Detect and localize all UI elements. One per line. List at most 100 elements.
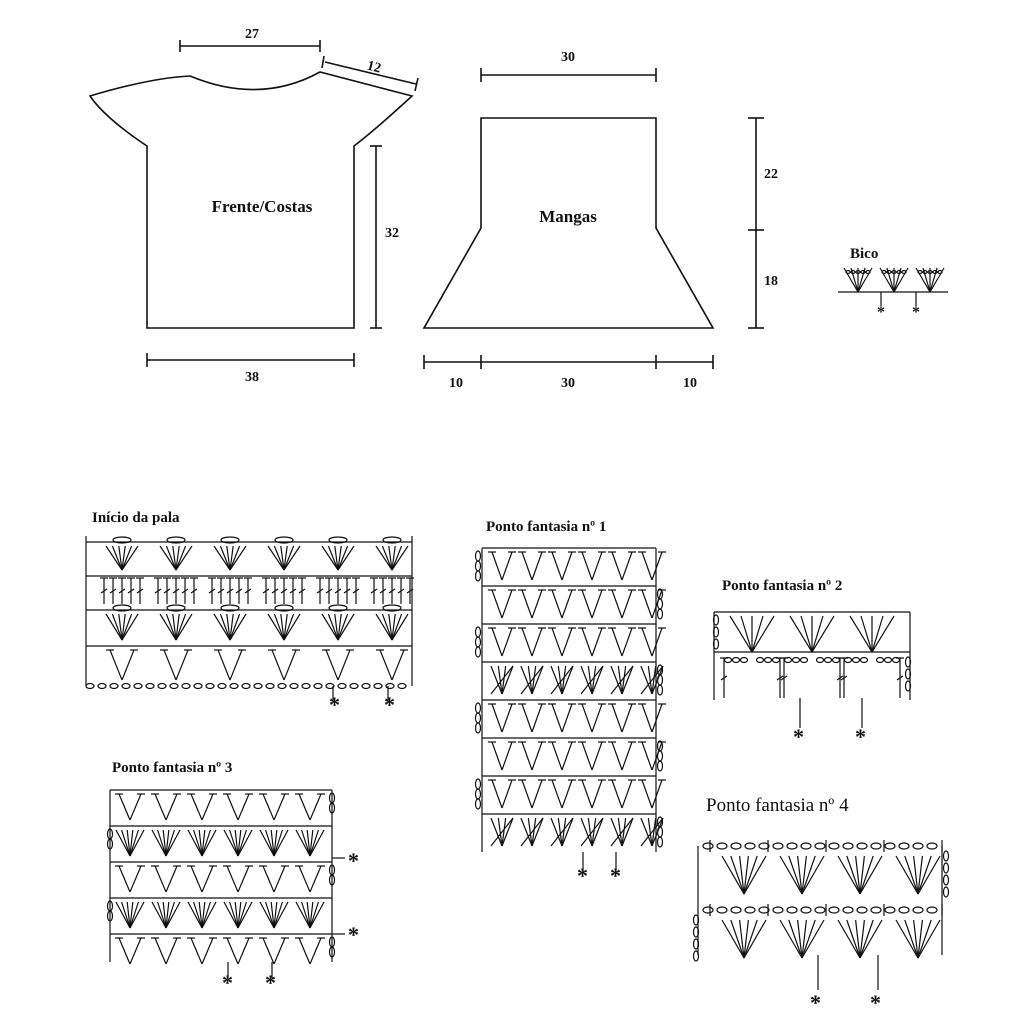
fan-stitch: [213, 545, 231, 571]
chain-stitch: [942, 850, 950, 862]
chain-stitch: [217, 682, 227, 690]
fan-stitch: [743, 855, 758, 895]
chain-stitch: [692, 914, 700, 926]
fan-stitch: [273, 901, 283, 929]
chain-stitch: [229, 682, 239, 690]
fan-stitch: [375, 613, 393, 641]
double-crochet: [325, 588, 333, 594]
fan-stitch: [520, 817, 533, 847]
v-stitch: [551, 741, 563, 771]
fan-stitch: [391, 545, 396, 571]
fan-stitch: [237, 829, 242, 857]
fan-stitch: [334, 613, 339, 641]
double-crochet: [280, 588, 288, 594]
v-stitch: [237, 793, 250, 821]
fan-stitch: [743, 919, 767, 959]
fan-stitch: [640, 665, 653, 695]
chain-stitch: [85, 682, 95, 690]
double-crochet: [181, 588, 189, 594]
v-stitch: [641, 703, 653, 733]
chain-stitch: [474, 722, 482, 734]
chain-stitch: [106, 838, 114, 850]
fan-stitch: [175, 545, 193, 571]
chain-stitch: [474, 778, 482, 790]
fan-stitch: [121, 545, 139, 571]
fan-stitch: [267, 613, 285, 641]
chain-stitch: [373, 682, 383, 690]
chain-stitch: [932, 269, 938, 275]
v-stitch: [190, 865, 203, 893]
fan-stitch: [859, 919, 865, 959]
chain-stitch: [328, 802, 336, 814]
edging-repeat-mark: *: [912, 304, 920, 321]
v-stitch: [561, 627, 573, 657]
fan-stitch: [273, 829, 278, 857]
v-stitch: [611, 551, 623, 581]
chain-stitch: [886, 269, 892, 275]
v-stitch: [651, 627, 663, 657]
fan-stitch: [175, 613, 180, 641]
fan-stitch: [201, 829, 206, 857]
chain-stitch: [112, 536, 132, 544]
double-crochet: [172, 588, 180, 594]
double-crochet: [163, 588, 171, 594]
fan-stitch: [234, 829, 239, 857]
chain-stitch: [474, 626, 482, 638]
v-stitch: [379, 649, 393, 681]
fan-stitch: [561, 665, 567, 695]
v-stitch: [271, 649, 285, 681]
chain-stitch: [474, 712, 482, 724]
v-stitch: [531, 627, 543, 657]
fan-stitch: [115, 901, 131, 929]
fan-stitch: [651, 817, 664, 847]
fan-stitch: [557, 817, 563, 847]
chain-stitch: [382, 536, 402, 544]
pattern-3-repeat-mark: *: [265, 970, 276, 995]
chain-stitch: [884, 906, 896, 914]
fan-stitch: [561, 817, 567, 847]
v-stitch: [391, 649, 405, 681]
chain-stitch: [325, 682, 335, 690]
v-stitch: [551, 551, 563, 581]
fan-stitch: [730, 855, 745, 895]
fan-stitch: [270, 829, 275, 857]
fan-stitch: [743, 919, 758, 959]
fan-stitch: [159, 613, 177, 641]
fan-stitch: [917, 855, 932, 895]
double-crochet: [289, 588, 297, 594]
chain-stitch: [904, 656, 912, 668]
chain-stitch: [942, 874, 950, 886]
double-crochet: [208, 588, 216, 594]
chain-stitch: [702, 906, 714, 914]
fan-stitch: [391, 613, 409, 641]
fan-stitch: [917, 919, 932, 959]
fan-stitch: [651, 817, 657, 847]
fan-stitch: [751, 615, 764, 653]
fan-stitch: [801, 919, 816, 959]
chain-stitch: [842, 842, 854, 850]
fan-stitch: [501, 665, 514, 695]
fan-stitch: [743, 919, 749, 959]
chain-stitch: [891, 269, 897, 275]
fan-stitch: [337, 613, 342, 641]
fan-stitch: [226, 545, 231, 571]
v-stitch: [201, 937, 214, 965]
chain-stitch: [926, 842, 938, 850]
pattern-4-title: Ponto fantasia nº 4: [706, 795, 849, 816]
fan-stitch: [527, 665, 533, 695]
chain-stitch: [791, 656, 801, 664]
chain-stitch: [828, 906, 840, 914]
v-stitch: [611, 703, 623, 733]
chain-stitch: [328, 536, 348, 544]
front-width-value: 38: [245, 370, 259, 385]
cross-stitch: [610, 665, 634, 695]
pattern-3-repeat-mark: *: [348, 922, 359, 947]
v-stitch: [501, 741, 513, 771]
v-stitch: [641, 627, 653, 657]
chain-stitch: [133, 682, 143, 690]
fan-stitch: [175, 613, 193, 641]
v-stitch: [651, 551, 663, 581]
chain-stitch: [712, 614, 720, 626]
fan-stitch: [259, 829, 275, 857]
